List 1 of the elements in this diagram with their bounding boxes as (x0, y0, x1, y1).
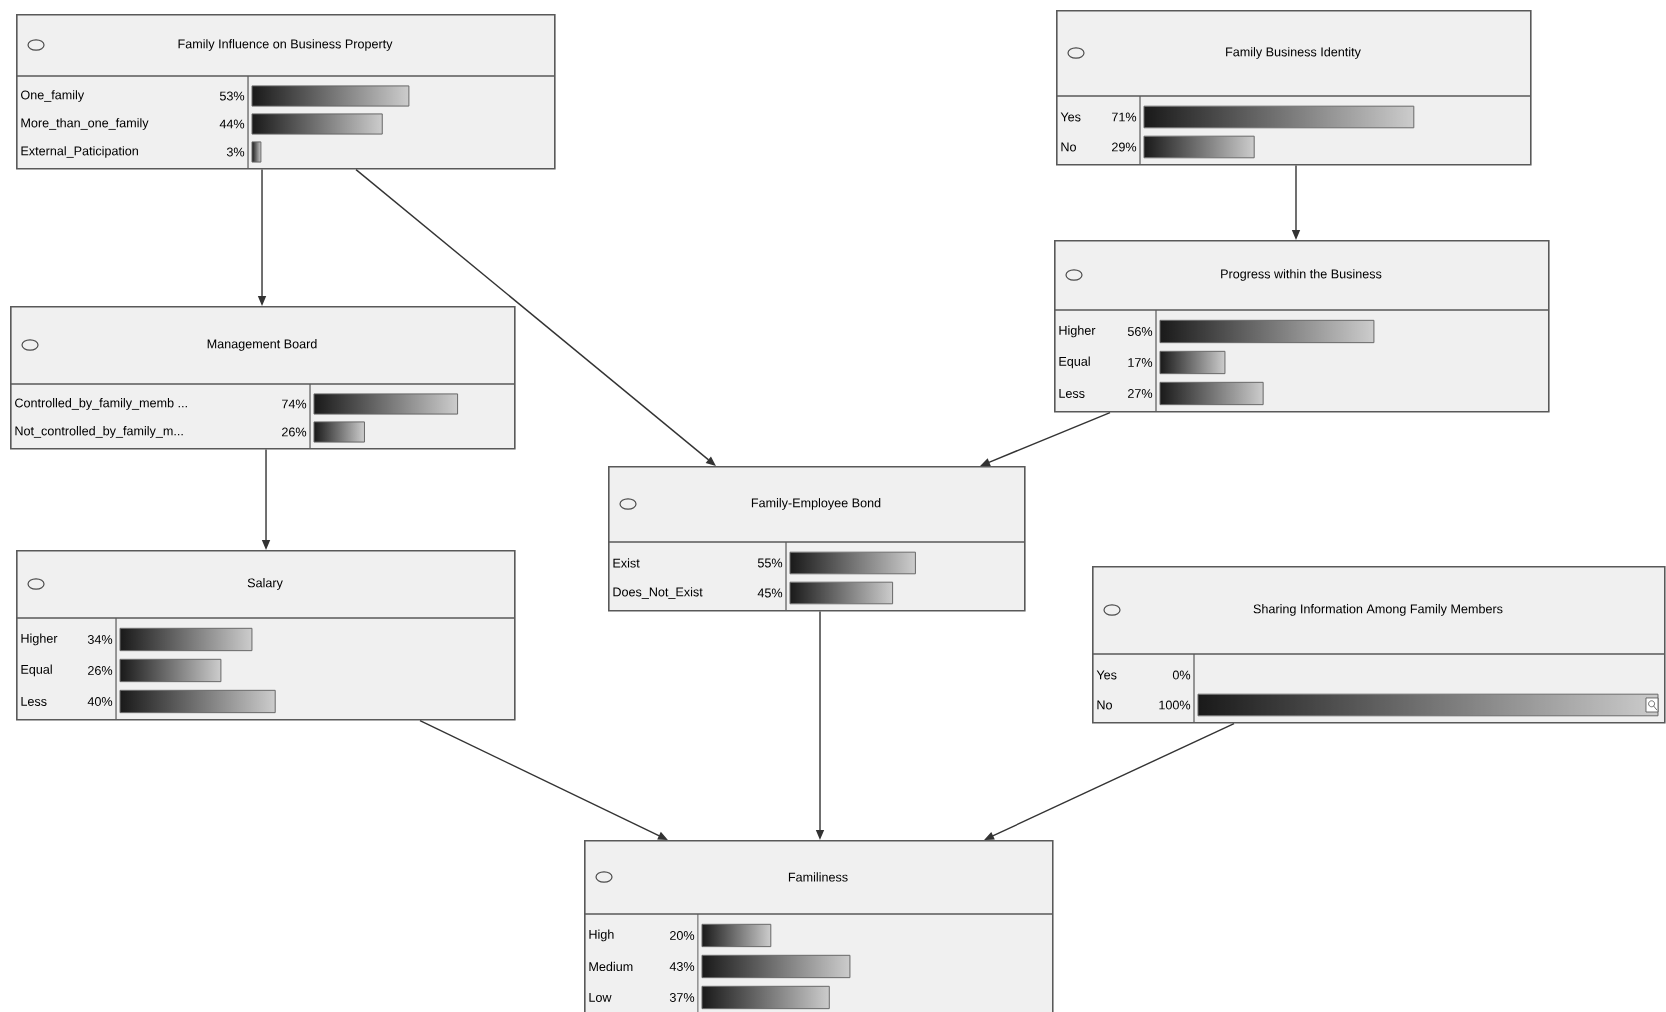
arrow (355, 168, 716, 466)
